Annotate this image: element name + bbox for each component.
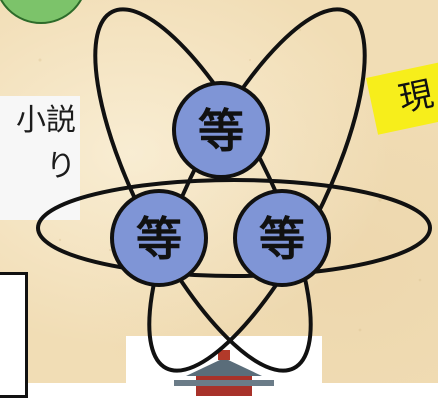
horizontal-ellipse bbox=[38, 180, 430, 276]
orb-top: 等 bbox=[174, 83, 268, 177]
equality-diagram: 等 等 等 bbox=[0, 0, 438, 383]
orb-top-label: 等 bbox=[198, 104, 244, 158]
orb-right-label: 等 bbox=[259, 212, 305, 266]
orb-right: 等 bbox=[235, 191, 329, 285]
orb-left: 等 bbox=[112, 191, 206, 285]
orb-left-label: 等 bbox=[136, 212, 182, 266]
